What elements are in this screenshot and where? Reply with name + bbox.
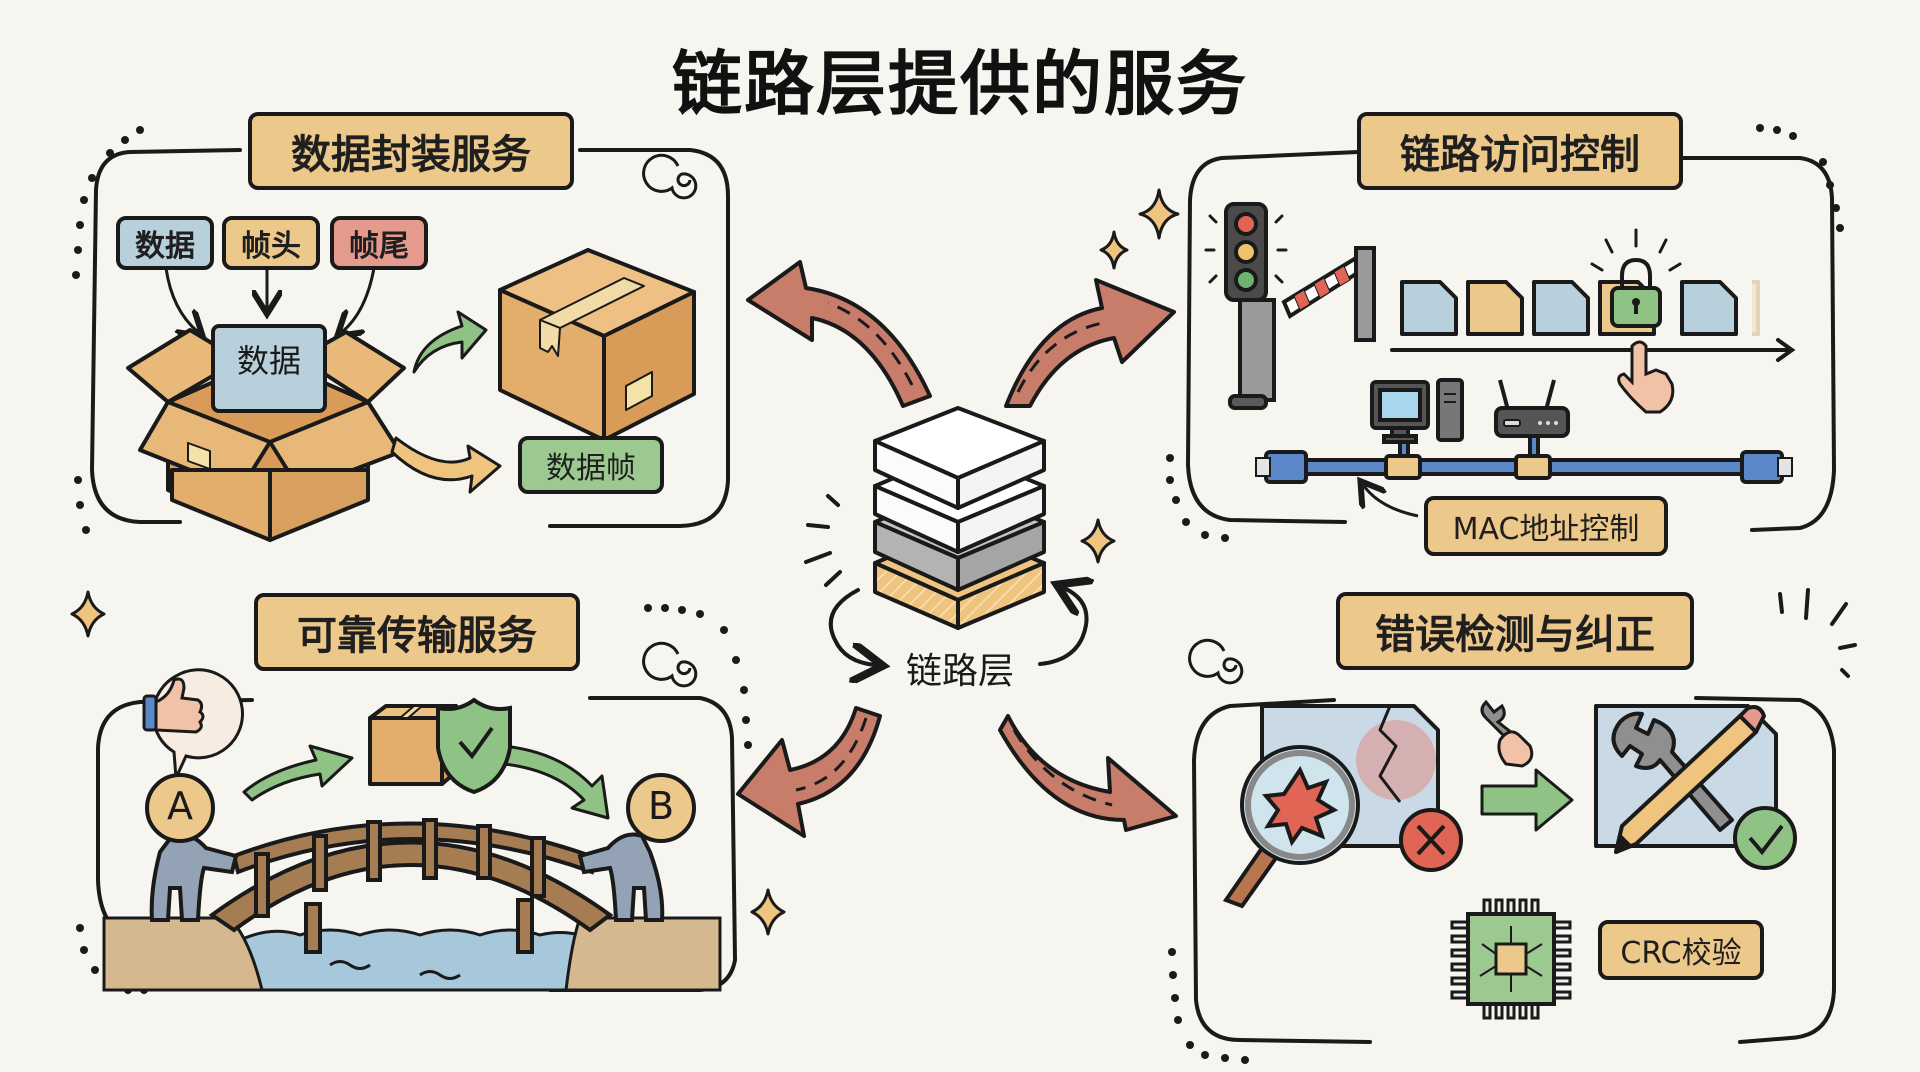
inner-data-label: 数据 (236, 342, 301, 380)
frame-result-tag: 数据帧 (518, 436, 664, 494)
small-arrows (164, 267, 376, 332)
dotted-decoration (1168, 948, 1249, 1064)
dotted-decoration (72, 126, 144, 534)
panel-frame-encapsulation (89, 148, 730, 528)
burst-lines (804, 494, 842, 587)
chip-icon (1450, 898, 1572, 1020)
crc-tag: CRC校验 (1598, 920, 1764, 980)
closed-box (498, 248, 696, 442)
inner-data-card (211, 324, 327, 413)
green-arrow-right (1480, 768, 1574, 832)
part-tag-header: 帧头 (222, 216, 320, 270)
wrench-hand-icon (1480, 699, 1534, 768)
riverbanks (102, 916, 722, 992)
wrench-icon (1611, 711, 1734, 832)
panel-title-access-control: 链路访问控制 (1357, 112, 1683, 190)
error-x-icon (1399, 808, 1463, 872)
router-icon (1494, 379, 1570, 438)
mac-arrow (1364, 486, 1419, 518)
thumbs-up-bubble (142, 668, 244, 779)
panel-title-encapsulation: 数据封装服务 (248, 112, 574, 190)
green-curved-arrow (412, 310, 488, 374)
barrier-gate-icon (1281, 246, 1376, 342)
panel-frame-error (1191, 696, 1836, 1044)
shield-check-icon (436, 697, 512, 795)
page-title: 链路层提供的服务 (672, 43, 1248, 125)
mac-address-tag: MAC地址控制 (1424, 496, 1668, 556)
part-tag-data: 数据 (116, 216, 214, 270)
person-a (145, 773, 239, 922)
pencil-icon (1614, 705, 1766, 854)
ethernet-cable (1255, 434, 1793, 484)
panel-frame-access (1185, 150, 1837, 532)
lock-icon (1590, 228, 1682, 328)
burst-lines (1778, 588, 1857, 678)
arrow-to-error (998, 714, 1178, 832)
timeline-arrow (1390, 338, 1796, 362)
panel-title-error: 错误检测与纠正 (1336, 592, 1694, 670)
arrow-to-access (1004, 278, 1176, 408)
yellow-curved-arrow (390, 436, 502, 494)
node-a-label: A (167, 784, 193, 828)
dotted-decoration (1166, 124, 1844, 542)
bridge (208, 818, 614, 954)
arrow-to-encapsulation (746, 260, 932, 408)
center-label: 链路层 (905, 651, 1014, 692)
green-arrows-transfer (242, 744, 610, 820)
swirl-icon (1188, 638, 1244, 685)
swirl-icon (642, 641, 698, 688)
pointing-hand-icon (1617, 340, 1675, 414)
swirl-icon (642, 153, 698, 200)
part-tag-trailer: 帧尾 (330, 216, 428, 270)
link-layer-stack (873, 406, 1046, 630)
arrow-to-reliable (736, 706, 882, 838)
node-b-label: B (647, 784, 675, 828)
traffic-light-icon (1204, 202, 1288, 410)
success-check-icon (1733, 806, 1797, 870)
person-b (577, 773, 696, 922)
cycle-arrows (828, 588, 1087, 665)
frame-sequence (1400, 280, 1760, 336)
sparkle-icon (70, 188, 1180, 936)
panel-title-reliable: 可靠传输服务 (254, 593, 580, 671)
computer-icon (1370, 378, 1464, 444)
magnifier-icon (1222, 745, 1360, 909)
